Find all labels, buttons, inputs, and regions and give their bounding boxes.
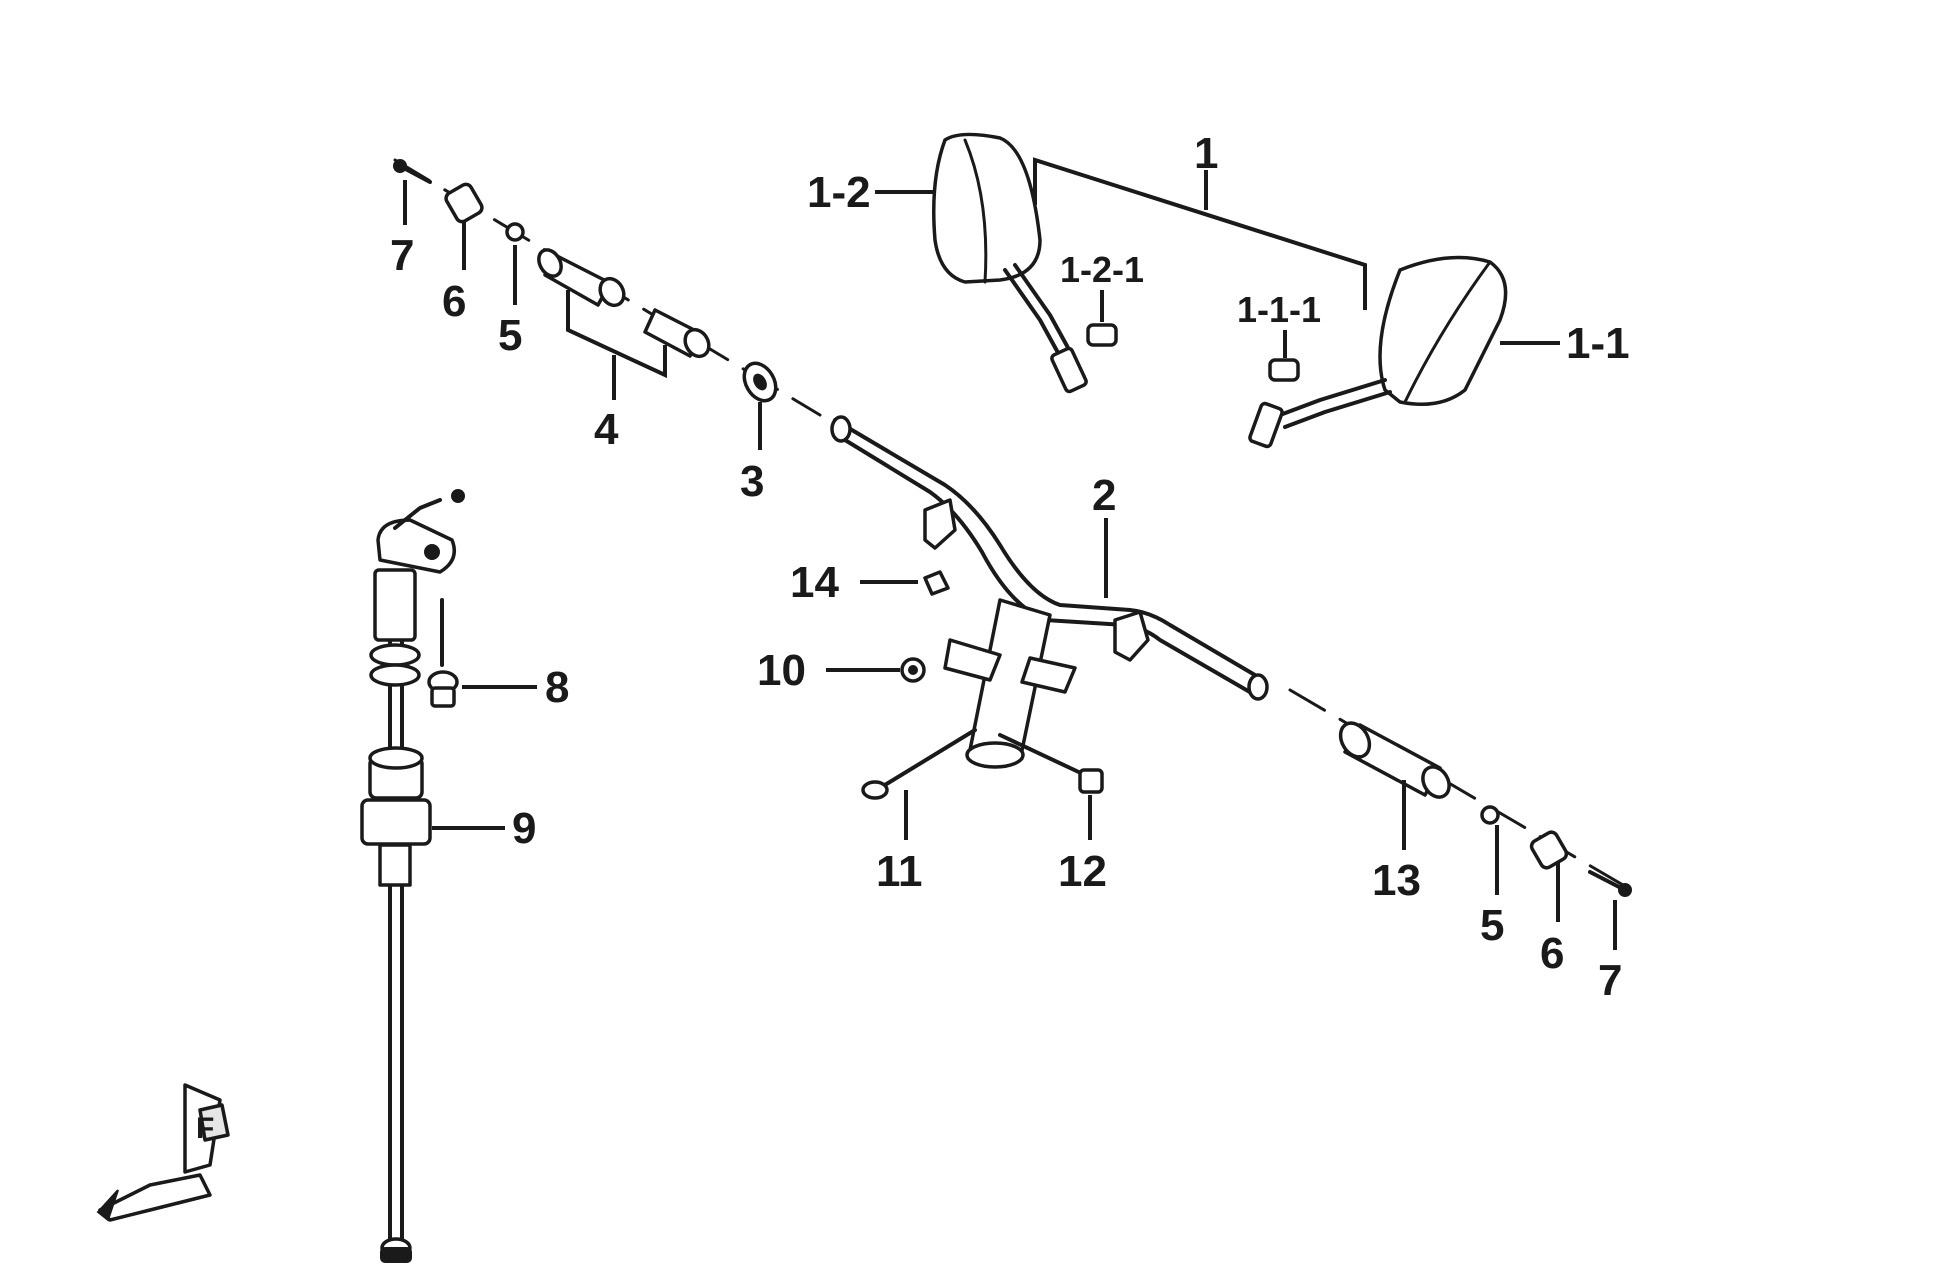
bolt-8: [427, 598, 459, 708]
label-1-2-1: 1-2-1: [1060, 249, 1144, 290]
right-spacer-5: [1480, 805, 1500, 825]
label-2: 2: [1092, 471, 1116, 520]
throttle-cable-9: [360, 489, 465, 1263]
label-10: 10: [757, 646, 806, 695]
nut-1-2-1: [1086, 323, 1118, 347]
left-grip-4: [537, 248, 711, 359]
label-1: 1: [1194, 129, 1218, 178]
nut-10: [900, 657, 926, 683]
right-screw-7: [1588, 870, 1632, 897]
leader-lines: [403, 157, 1617, 950]
left-weight-6: [444, 182, 484, 224]
label-1-1-1: 1-1-1: [1237, 289, 1321, 330]
label-1-1: 1-1: [1566, 319, 1630, 368]
label-6-left: 6: [442, 277, 466, 326]
label-7-left: 7: [390, 231, 414, 280]
front-marker-letter: F: [196, 1112, 214, 1145]
label-5-right: 5: [1480, 901, 1504, 950]
label-3: 3: [740, 457, 764, 506]
left-screw-7: [393, 159, 432, 184]
mirror-right-1-1: [1248, 255, 1508, 449]
right-weight-6: [1529, 830, 1569, 870]
label-8: 8: [545, 663, 569, 712]
label-7-right: 7: [1598, 956, 1622, 1005]
label-6-right: 6: [1540, 929, 1564, 978]
right-grip-13: [1338, 721, 1451, 799]
bolt-12: [998, 733, 1104, 794]
left-washer-3: [742, 361, 778, 403]
label-14: 14: [790, 558, 839, 607]
handlebar-part: [830, 415, 1269, 769]
nut-1-1-1: [1268, 358, 1300, 382]
left-spacer-5: [505, 222, 525, 242]
label-5-left: 5: [498, 311, 522, 360]
label-12: 12: [1058, 847, 1107, 896]
label-11: 11: [876, 847, 923, 896]
label-13: 13: [1372, 856, 1421, 905]
clip-14: [923, 570, 950, 596]
mirror-left-1-2: [932, 132, 1088, 394]
label-9: 9: [512, 804, 536, 853]
label-1-2: 1-2: [807, 168, 871, 217]
front-direction-marker: F: [96, 1083, 230, 1222]
bolt-11: [861, 728, 977, 800]
label-4: 4: [594, 405, 619, 454]
